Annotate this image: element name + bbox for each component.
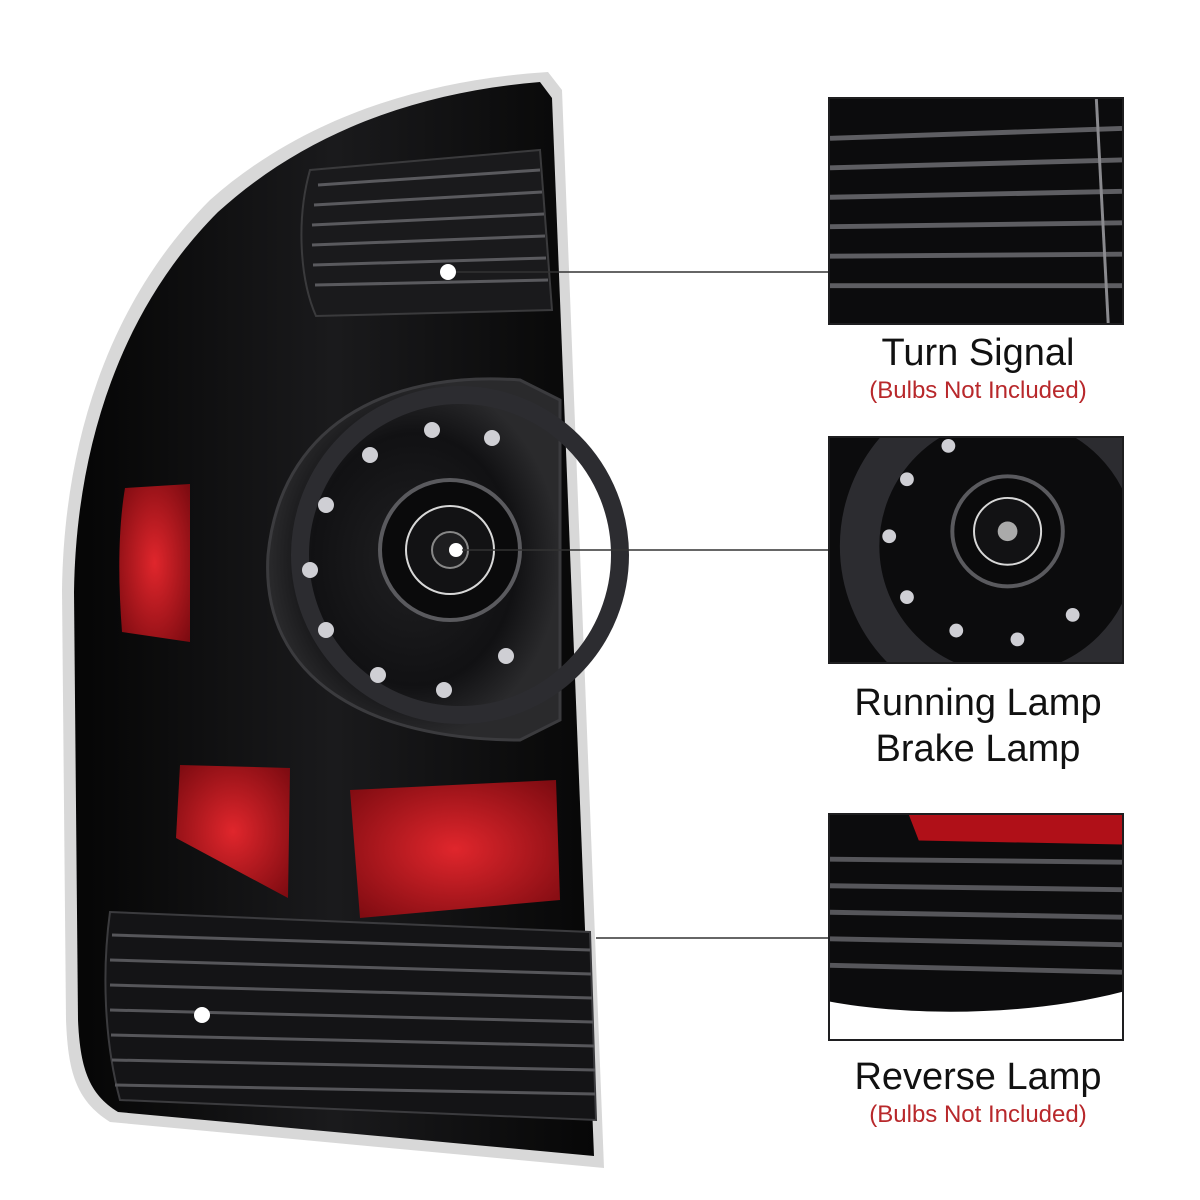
running-brake-caption: Running Lamp Brake Lamp (828, 680, 1128, 772)
reverse-lamp-closeup (828, 813, 1124, 1041)
running-lamp-title: Running Lamp (854, 682, 1102, 724)
reverse-lamp-note: (Bulbs Not Included) (869, 1101, 1087, 1128)
brake-lamp-title: Brake Lamp (875, 728, 1081, 770)
reverse-lamp-title: Reverse Lamp (854, 1056, 1102, 1098)
reverse-lamp-caption: Reverse Lamp (Bulbs Not Included) (828, 1054, 1128, 1130)
upper-red-reflector (119, 484, 190, 642)
lower-red-reflector-right (350, 780, 560, 918)
turn-signal-caption: Turn Signal (Bulbs Not Included) (828, 330, 1128, 406)
turn-signal-lens (300, 148, 554, 318)
turn-signal-note: (Bulbs Not Included) (869, 377, 1087, 404)
reverse-lamp-lens (104, 910, 598, 1122)
turn-signal-closeup (828, 97, 1124, 325)
reverse-lamp-marker (194, 1007, 210, 1023)
turn-signal-title: Turn Signal (881, 332, 1075, 374)
lower-red-reflector-left (176, 765, 290, 898)
turn-signal-marker (440, 264, 456, 280)
running-brake-lens (266, 377, 629, 742)
running-brake-closeup (828, 436, 1124, 664)
